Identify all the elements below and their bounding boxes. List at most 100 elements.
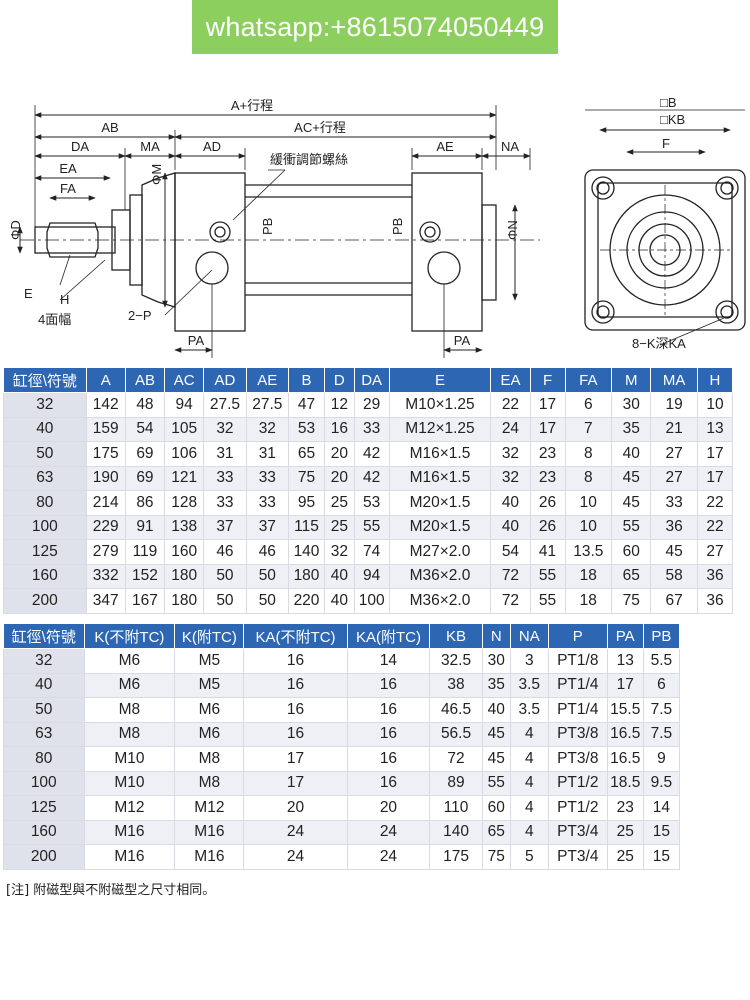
table-cell: M8 [83,697,176,723]
table-cell: 94 [353,563,390,589]
bore-size-cell: 32 [3,392,87,418]
table-cell: 65 [287,441,326,467]
table-cell: 119 [124,539,166,565]
table-cell: M16×1.5 [388,465,492,491]
table-cell: 72 [429,746,483,772]
label-h: H [60,292,69,307]
table-cell: 121 [164,465,205,491]
table-cell: 160 [164,539,205,565]
label-fa: FA [60,181,76,196]
table-cell: 7.5 [642,721,681,747]
table-cell: 152 [124,563,166,589]
table-cell: 10 [696,392,734,418]
table-cell: 24 [490,416,531,442]
label-f: F [662,136,670,151]
table-cell: M36×2.0 [388,563,492,589]
table-cell: 175 [429,844,483,870]
table-cell: 110 [429,795,483,821]
table-cell: 25 [606,819,644,845]
table-cell: 33 [203,465,247,491]
column-header: E [388,367,492,393]
table-cell: M6 [174,721,245,747]
table-cell: 27 [650,465,698,491]
column-header: NA [509,623,549,649]
table-cell: 91 [124,514,166,540]
table-cell: 33 [353,416,390,442]
bore-size-cell: 125 [3,795,85,821]
table-cell: 13 [606,648,644,674]
label-kb: □KB [660,112,685,127]
table-cell: 86 [124,490,166,516]
table-cell: 3 [509,648,549,674]
column-header: PA [606,623,644,649]
table-cell: 8 [564,441,613,467]
label-m: ΦM [149,164,164,185]
table-cell: 23 [606,795,644,821]
table-cell: 26 [529,514,566,540]
table-cell: 32 [245,416,290,442]
table-cell: 24 [243,819,348,845]
table-cell: 67 [650,588,698,614]
table-cell: 4 [509,770,549,796]
table-cell: 45 [481,746,511,772]
table-cell: M16 [83,844,176,870]
table-cell: M12 [174,795,245,821]
table-cell: M5 [174,672,245,698]
table-cell: 40 [324,563,355,589]
table-cell: 50 [245,563,290,589]
label-pa-front: PA [188,333,205,348]
side-view [17,105,540,358]
bore-size-cell: 63 [3,465,87,491]
bore-size-cell: 125 [3,539,87,565]
table-cell: 16 [346,721,431,747]
table-cell: 30 [481,648,511,674]
bore-size-cell: 32 [3,648,85,674]
table-cell: 27 [650,441,698,467]
table-cell: 214 [85,490,126,516]
table-cell: 3.5 [509,697,549,723]
table-cell: 24 [346,819,431,845]
table-cell: 13 [696,416,734,442]
label-d: ΦD [8,220,23,240]
table-cell: M10 [83,770,176,796]
table-cell: 94 [164,392,205,418]
column-header: KA(不附TC) [243,623,348,649]
table-cell: 7 [564,416,613,442]
table-cell: 16 [243,697,348,723]
table-cell: 27 [696,539,734,565]
table-cell: 32 [490,465,531,491]
table-cell: 47 [287,392,326,418]
column-header: DA [353,367,390,393]
table-cell: 229 [85,514,126,540]
label-ad: AD [203,139,221,154]
table-cell: 54 [490,539,531,565]
table-cell: 100 [353,588,390,614]
table-cell: 10 [564,514,613,540]
column-header: M [611,367,652,393]
table-cell: 128 [164,490,205,516]
table-cell: 6 [642,672,681,698]
table-cell: 35 [611,416,652,442]
table-cell: 42 [353,465,390,491]
end-view-labels: □B □KB F 8−K深KA [632,95,686,351]
table-cell: 15 [642,844,681,870]
table-cell: 17 [243,746,348,772]
bore-size-cell: 50 [3,441,87,467]
table-cell: 26 [529,490,566,516]
table-cell: M6 [83,648,176,674]
table-cell: 24 [346,844,431,870]
table-cell: 17 [696,441,734,467]
bore-size-cell: 80 [3,490,87,516]
table-cell: M6 [83,672,176,698]
table-cell: 33 [245,465,290,491]
table-cell: 50 [203,588,247,614]
table-cell: 20 [243,795,348,821]
